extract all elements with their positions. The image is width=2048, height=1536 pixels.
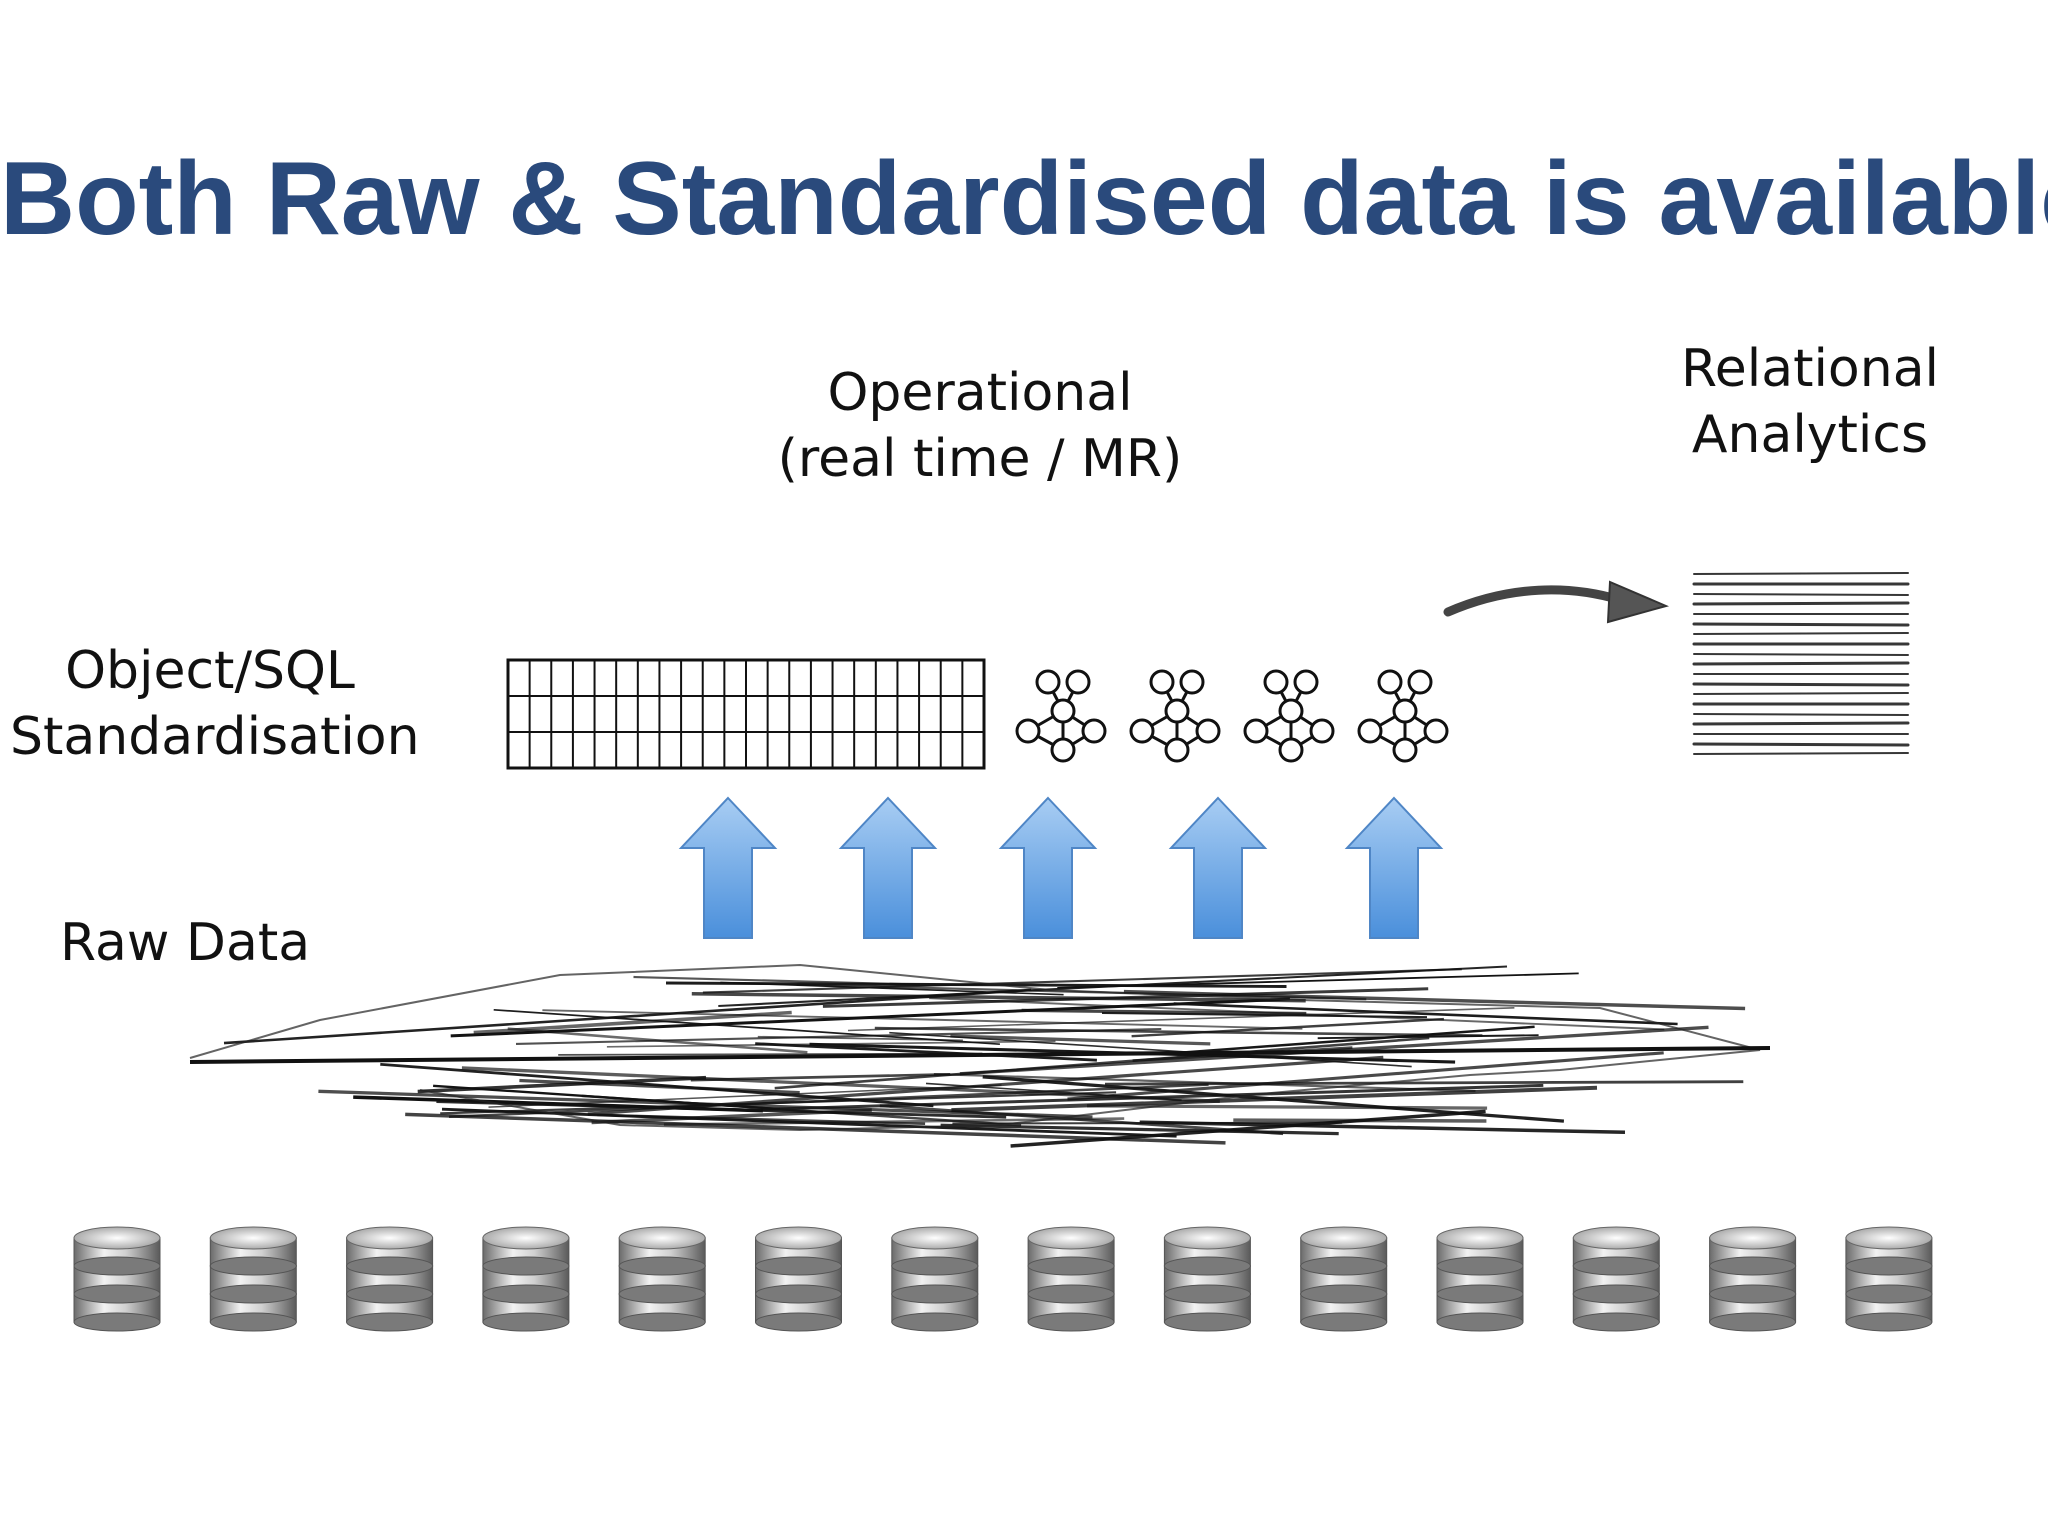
database-icon [1572, 1226, 1660, 1332]
database-row [73, 1226, 1933, 1332]
up-arrow-icon [998, 796, 1098, 939]
table-grid-icon [506, 658, 986, 770]
operational-label-line2: (real time / MR) [777, 429, 1183, 489]
up-arrows-group [678, 796, 1444, 939]
operational-label-line1: Operational [827, 363, 1133, 423]
graph-network-icon [1357, 669, 1449, 763]
relational-label-line2: Analytics [1691, 405, 1929, 465]
graph-network-icon [1243, 669, 1335, 763]
object-sql-label: Object/SQL Standardisation [10, 638, 420, 770]
database-icon [482, 1226, 570, 1332]
up-arrow-icon [1168, 796, 1268, 939]
database-icon [891, 1226, 979, 1332]
up-arrow-icon [838, 796, 938, 939]
up-arrow-icon [678, 796, 778, 939]
database-icon [346, 1226, 434, 1332]
database-icon [1027, 1226, 1115, 1332]
operational-label: Operational (real time / MR) [770, 360, 1190, 492]
object-label-line1: Object/SQL [65, 641, 355, 701]
tangled-lines-icon [189, 963, 1771, 1148]
database-icon [1436, 1226, 1524, 1332]
database-icon [755, 1226, 842, 1332]
database-icon [1709, 1226, 1797, 1332]
slide-title: Both Raw & Standardised data is availabl… [0, 141, 2048, 257]
object-label-line2: Standardisation [10, 707, 420, 767]
striped-table-icon [1692, 572, 1910, 755]
up-arrow-icon [1344, 796, 1444, 939]
relational-label-line1: Relational [1680, 339, 1940, 399]
relational-analytics-label: Relational Analytics [1640, 336, 1980, 468]
curved-arrow-icon [1443, 580, 1670, 624]
database-icon [209, 1226, 297, 1332]
raw-data-label: Raw Data [60, 913, 311, 973]
database-icon [1300, 1226, 1388, 1332]
database-icon [1845, 1226, 1933, 1332]
graph-icons-group [1015, 669, 1449, 763]
graph-network-icon [1015, 669, 1107, 763]
database-icon [618, 1226, 706, 1332]
database-icon [73, 1226, 161, 1332]
graph-network-icon [1129, 669, 1221, 763]
database-icon [1163, 1226, 1251, 1332]
